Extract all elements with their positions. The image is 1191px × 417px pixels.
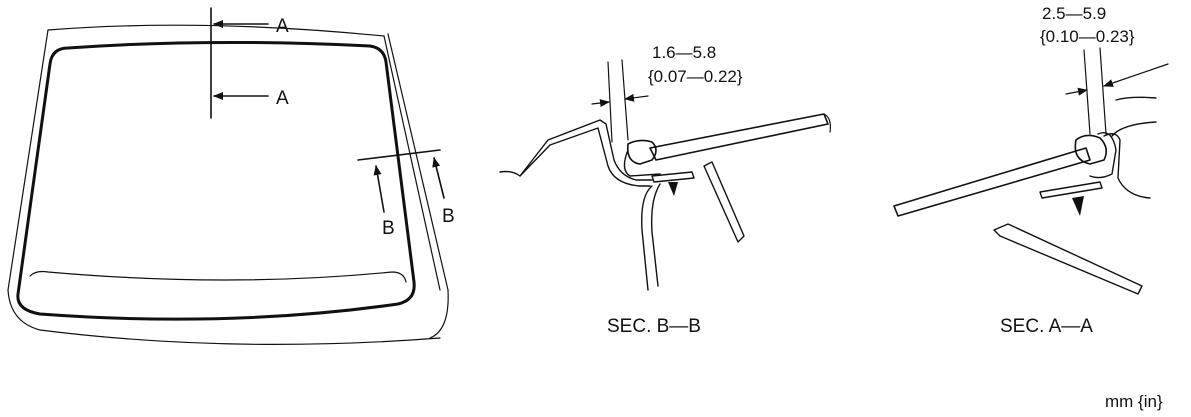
section-b-body-panel (499, 119, 653, 181)
units-note: mm {in} (1105, 392, 1163, 411)
section-a-headliner-trim (993, 223, 1143, 295)
section-b-inner-panel-left (641, 185, 653, 291)
section-b-right-label: B (442, 206, 455, 227)
section-a-lower-label: A (276, 88, 289, 109)
right-pillar-outer-line (383, 35, 441, 291)
section-a-dim-arrow-left (1065, 87, 1088, 96)
section-a-roof-panel (1111, 121, 1157, 137)
lower-molding-line (29, 270, 407, 283)
section-a-molding (1074, 134, 1108, 165)
section-b-extension-line-left (607, 61, 613, 143)
section-b-title: SEC. B—B (607, 316, 701, 337)
section-b-left-label: B (382, 218, 395, 239)
section-a-a-detail: 2.5—5.9 {0.10—0.23} SEC. A—A (893, 4, 1169, 337)
section-b-glass (649, 113, 829, 161)
section-b-clip (668, 182, 678, 196)
section-b-dimension-in: {0.07—0.22} (648, 67, 743, 86)
cowl-right-corner-line (429, 289, 449, 339)
section-b-cut-line (357, 149, 441, 161)
section-a-upper-label: A (276, 16, 289, 37)
section-b-right-arrow (432, 157, 445, 199)
section-a-fastener (1039, 181, 1103, 199)
section-a-dimension-in: {0.10—0.23} (1040, 27, 1135, 46)
section-a-roof-upper (1115, 96, 1157, 101)
section-b-dam (703, 161, 745, 243)
section-a-dimension-mm: 2.5—5.9 (1042, 4, 1106, 23)
section-a-glass (893, 147, 1091, 217)
section-b-fastener (651, 171, 695, 183)
windshield-overview: A A B B (7, 7, 455, 345)
section-a-extension-line-left (1083, 49, 1091, 135)
section-b-dim-arrow-left (591, 99, 610, 108)
section-b-inner-panel-right (650, 183, 661, 287)
section-a-extension-line-right (1099, 47, 1107, 135)
right-pillar-inner-line (387, 33, 449, 291)
section-a-title: SEC. A—A (1000, 316, 1093, 337)
section-b-dim-arrow-right (624, 93, 649, 102)
section-b-body-panel-inner (519, 127, 651, 187)
section-b-left-arrow (373, 165, 385, 213)
roof-edge-line (47, 24, 385, 37)
section-b-molding (626, 139, 657, 165)
left-pillar-outer-line (7, 29, 49, 291)
cowl-outer-line (7, 289, 441, 345)
section-b-b-detail: 1.6—5.8 {0.07—0.22} SEC. B—B (499, 43, 831, 337)
section-a-dim-arrow-right (1103, 63, 1169, 87)
section-b-dimension-mm: 1.6—5.8 (652, 43, 716, 62)
section-a-molding-lip (1089, 132, 1117, 179)
section-b-molding-lip (623, 149, 661, 177)
section-b-extension-line-right (621, 59, 629, 141)
section-a-body-panel (1103, 133, 1151, 199)
section-a-clip (1072, 196, 1084, 216)
section-b-glass-break (823, 113, 831, 133)
windshield-glass-outline (16, 40, 416, 321)
